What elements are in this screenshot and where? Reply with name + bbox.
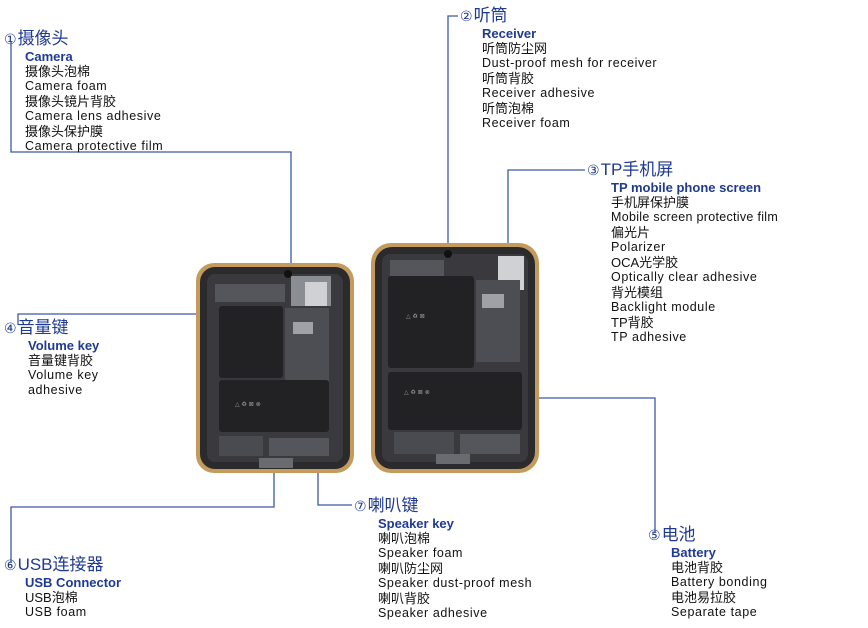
camera-item: Camera lens adhesive (25, 109, 162, 123)
callout-usb-connector: ⑥USB连接器 USB Connector USB泡棉 USB foam (4, 555, 121, 620)
tp-item: 手机屏保护膜 (611, 195, 690, 210)
camera-item: Camera foam (25, 79, 108, 93)
tp-item: Mobile screen protective film (611, 210, 779, 224)
receiver-leader (447, 15, 458, 248)
svg-text:△ ♻ ⊠ ⊗: △ ♻ ⊠ ⊗ (404, 389, 430, 396)
tp-item: Backlight module (611, 300, 716, 314)
camera-item: 摄像头镜片背胶 (25, 94, 117, 109)
camera-item: 摄像头泡棉 (25, 64, 91, 79)
speaker-item: Speaker dust-proof mesh (378, 576, 533, 590)
volume-item: Volume key (28, 368, 99, 382)
tp-item: 背光模组 (611, 285, 664, 300)
volume-title: ④音量键 (4, 318, 69, 337)
battery-item: Battery bonding (671, 575, 768, 589)
callout-camera: ①摄像头 Camera 摄像头泡棉 Camera foam 摄像头镜片背胶 Ca… (4, 29, 163, 154)
camera-item: 摄像头保护膜 (25, 124, 104, 139)
usb-item: USB泡棉 (25, 590, 78, 605)
battery-leader (520, 397, 656, 533)
battery-title: ⑤电池 (648, 525, 696, 544)
speaker-item: 喇叭背胶 (378, 591, 431, 606)
receiver-item: Receiver foam (482, 116, 571, 130)
volume-leader (17, 313, 210, 325)
speaker-item: Speaker adhesive (378, 606, 488, 620)
tp-item: OCA光学胶 (611, 255, 679, 270)
receiver-item: Dust-proof mesh for receiver (482, 56, 658, 70)
camera-items: 摄像头泡棉 Camera foam 摄像头镜片背胶 Camera lens ad… (25, 64, 163, 154)
tp-item: 偏光片 (611, 225, 651, 240)
volume-item: 音量键背胶 (28, 353, 94, 368)
tp-leader (507, 169, 585, 244)
volume-en-title: Volume key (28, 338, 100, 353)
battery-en-title: Battery (671, 545, 716, 560)
speaker-en-title: Speaker key (378, 516, 454, 531)
receiver-title: ②听筒 (460, 6, 508, 25)
phone-right-illustration: △ ♻ ⊠ △ ♻ ⊠ ⊗ (371, 243, 539, 473)
callout-receiver: ②听筒 Receiver 听筒防尘网 Dust-proof mesh for r… (460, 6, 657, 131)
svg-text:△ ♻ ⊠: △ ♻ ⊠ (406, 313, 425, 320)
battery-item: Separate tape (671, 605, 758, 619)
usb-leader (10, 468, 275, 562)
camera-item: Camera protective film (25, 139, 164, 153)
speaker-item: 喇叭泡棉 (378, 531, 431, 546)
volume-item: adhesive (28, 383, 83, 397)
camera-en-title: Camera (25, 49, 73, 64)
usb-en-title: USB Connector (25, 575, 122, 590)
tp-item: Polarizer (611, 240, 666, 254)
receiver-item: 听筒泡棉 (482, 101, 535, 116)
receiver-item: 听筒背胶 (482, 71, 535, 86)
camera-leader (10, 42, 292, 268)
receiver-item: 听筒防尘网 (482, 41, 548, 56)
tp-title: ③TP手机屏 (587, 160, 674, 179)
speaker-item: 喇叭防尘网 (378, 561, 444, 576)
speaker-title: ⑦喇叭键 (354, 496, 419, 515)
receiver-en-title: Receiver (482, 26, 537, 41)
tp-item: TP adhesive (611, 330, 687, 344)
tp-item: TP背胶 (611, 315, 654, 330)
receiver-item: Receiver adhesive (482, 86, 596, 100)
usb-title: ⑥USB连接器 (4, 555, 104, 574)
callout-tp-screen: ③TP手机屏 TP mobile phone screen 手机屏保护膜 Mob… (587, 160, 778, 345)
usb-item: USB foam (25, 605, 87, 619)
phone-left-illustration: △ ♻ ⊠ ⊗ (196, 263, 354, 473)
tp-item: Optically clear adhesive (611, 270, 758, 284)
callout-volume-key: ④音量键 Volume key 音量键背胶 Volume key adhesiv… (4, 318, 99, 398)
camera-title: ①摄像头 (4, 29, 69, 48)
battery-item: 电池易拉胶 (671, 590, 737, 605)
callout-speaker-key: ⑦喇叭键 Speaker key 喇叭泡棉 Speaker foam 喇叭防尘网… (354, 496, 532, 621)
speaker-leader (317, 462, 352, 506)
callout-battery: ⑤电池 Battery 电池背胶 Battery bonding 电池易拉胶 S… (648, 525, 768, 620)
battery-item: 电池背胶 (671, 560, 724, 575)
svg-text:△ ♻ ⊠ ⊗: △ ♻ ⊠ ⊗ (235, 401, 261, 408)
tp-en-title: TP mobile phone screen (611, 180, 762, 195)
speaker-item: Speaker foam (378, 546, 464, 560)
